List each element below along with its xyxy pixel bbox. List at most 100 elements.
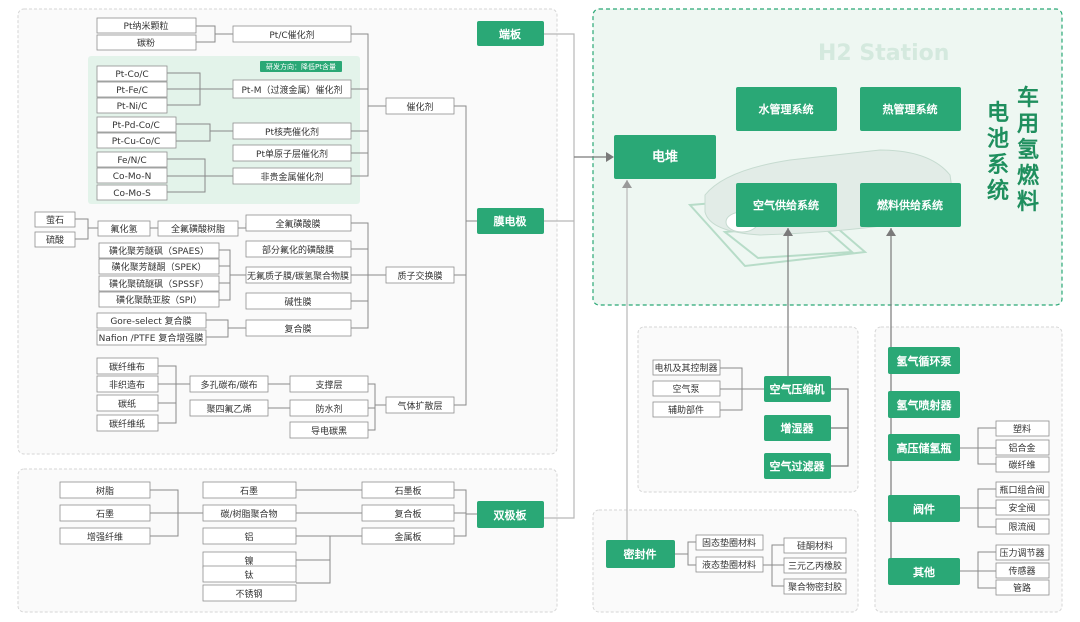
node-alkaline-membrane: 碱性膜 (245, 292, 352, 310)
humidifier-label: 增湿器 (781, 421, 815, 435)
node-thermal-management: 热管理系统 (860, 87, 961, 131)
node-pt-fe-c: Pt-Fe/C (96, 81, 168, 98)
research-direction-tag: 研发方向：降低Pt含量 (260, 61, 342, 72)
conductive-carbon-black-label: 导电碳黑 (311, 425, 347, 437)
reinforced-fiber-label: 增强纤维 (87, 531, 123, 543)
solid-gasket-label: 固态垫圈材料 (702, 537, 756, 549)
stainless-steel-label: 不锈钢 (235, 588, 262, 600)
bipolar-plate-label: 双极板 (494, 508, 528, 522)
nickel-label: 镍 (244, 555, 253, 567)
node-titanium: 钛 (202, 565, 297, 583)
node-resin: 树脂 (59, 481, 151, 499)
metal-plate-label: 金属板 (394, 531, 421, 543)
graphite-label: 石墨 (240, 486, 258, 497)
node-graphite-plate: 石墨板 (361, 481, 455, 499)
gore-select-label: Gore-select 复合膜 (110, 315, 191, 327)
node-waterproof-agent: 防水剂 (289, 399, 369, 417)
node-water-management: 水管理系统 (736, 87, 837, 131)
graphite-plate-label: 石墨板 (394, 485, 421, 497)
auxiliary-parts-label: 辅助部件 (668, 404, 704, 416)
node-nickel: 镍 (202, 551, 297, 569)
stack-label: 电堆 (652, 149, 678, 165)
node-end-plate: 端板 (477, 21, 544, 46)
nafion-ptfe-label: Nafion /PTFE 复合增强膜 (99, 332, 204, 344)
flow-limit-valve-label: 限流阀 (1008, 521, 1035, 533)
titanium-label: 钛 (244, 569, 253, 581)
node-epdm: 三元乙丙橡胶 (783, 557, 847, 574)
fuel-supply-system-label: 燃料供给系统 (876, 198, 943, 212)
node-solid-gasket: 固态垫圈材料 (695, 534, 764, 551)
spaes-label: 磺化聚芳醚砜（SPAES） (109, 245, 209, 257)
node-pt-nanoparticles: Pt纳米颗粒 (96, 17, 197, 34)
node-hydrogen-ejector: 氢气喷射器 (888, 391, 960, 418)
alkaline-membrane-label: 碱性膜 (284, 296, 311, 308)
air-filter-label: 空气过滤器 (770, 459, 826, 473)
node-catalyst-group: 催化剂 (385, 97, 455, 115)
thermal-management-label: 热管理系统 (883, 102, 938, 116)
pt-m-catalyst-label: Pt-M（过渡金属）催化剂 (242, 84, 343, 96)
carbon-powder-label: 碳粉 (137, 37, 155, 49)
seal-label: 密封件 (624, 547, 657, 561)
graphite-raw-label: 石墨 (96, 509, 114, 520)
spi-label: 磺化聚酰亚胺（SPI） (116, 294, 202, 306)
watermark-text: H2 Station (818, 41, 949, 66)
node-pfsa-membrane: 全氟磺酸膜 (245, 214, 352, 232)
node-mea: 膜电极 (477, 208, 544, 234)
gdl-group-label: 气体扩散层 (397, 400, 442, 412)
research-direction-label: 研发方向：降低Pt含量 (266, 62, 336, 71)
node-pt-single-atom-catalyst: Pt单原子层催化剂 (232, 144, 352, 162)
node-gore-select: Gore-select 复合膜 (96, 312, 207, 329)
pt-co-c-label: Pt-Co/C (115, 70, 148, 80)
node-carbon-fiber-paper: 碳纤维纸 (96, 414, 159, 432)
carbon-paper-label: 碳纸 (118, 398, 136, 410)
node-high-pressure-tank: 高压储氢瓶 (888, 434, 960, 461)
node-air-supply-system: 空气供给系统 (736, 183, 837, 227)
node-composite-membrane: 复合膜 (245, 319, 352, 337)
node-pt-m-catalyst: Pt-M（过渡金属）催化剂 (232, 79, 352, 99)
node-seal: 密封件 (606, 540, 675, 568)
pfsa-resin-label: 全氟磺酸树脂 (171, 223, 225, 235)
pressure-regulator-label: 压力调节器 (999, 547, 1044, 559)
pt-fe-c-label: Pt-Fe/C (116, 86, 148, 96)
node-spek: 磺化聚芳醚酮（SPEK） (98, 258, 220, 275)
node-humidifier: 增湿器 (764, 415, 831, 441)
air-compressor-label: 空气压缩机 (770, 382, 825, 396)
node-valves: 阀件 (888, 495, 960, 522)
node-liquid-gasket: 液态垫圈材料 (695, 556, 764, 573)
node-conductive-carbon-black: 导电碳黑 (289, 421, 369, 439)
safety-valve-label: 安全阀 (1008, 502, 1035, 514)
node-spaes: 磺化聚芳醚砜（SPAES） (98, 242, 220, 259)
node-silicone: 硅酮材料 (783, 537, 847, 554)
co-mo-s-label: Co-Mo-S (113, 189, 151, 199)
water-management-label: 水管理系统 (759, 102, 814, 116)
waterproof-agent-label: 防水剂 (315, 403, 342, 415)
motor-controller-label: 电机及其控制器 (654, 362, 717, 374)
fe-n-c-label: Fe/N/C (117, 156, 146, 166)
node-partially-fluorinated: 部分氟化的磺酸膜 (245, 240, 352, 258)
node-polymer-sealant: 聚合物密封胶 (783, 578, 847, 595)
node-air-filter: 空气过滤器 (764, 453, 831, 479)
air-pump-label: 空气泵 (672, 383, 699, 395)
node-carbon-powder: 碳粉 (96, 34, 197, 51)
node-nafion-ptfe: Nafion /PTFE 复合增强膜 (96, 329, 207, 346)
node-bottle-valve: 瓶口组合阀 (995, 481, 1050, 498)
node-carbon-resin-polymer: 碳/树脂聚合物 (202, 504, 297, 522)
node-pt-ni-c: Pt-Ni/C (96, 97, 168, 114)
resin-label: 树脂 (96, 485, 114, 497)
bottle-valve-label: 瓶口组合阀 (999, 484, 1044, 496)
node-ptfe: 聚四氟乙烯 (189, 399, 269, 417)
node-stainless-steel: 不锈钢 (202, 584, 297, 602)
node-fe-n-c: Fe/N/C (96, 151, 168, 168)
liquid-gasket-label: 液态垫圈材料 (702, 559, 756, 571)
node-fuel-supply-system: 燃料供给系统 (860, 183, 961, 227)
support-layer-label: 支撑层 (315, 379, 342, 391)
node-plastic: 塑料 (995, 420, 1050, 437)
node-nonwoven: 非织造布 (96, 375, 159, 393)
node-pipe: 管路 (995, 579, 1050, 596)
pt-single-atom-catalyst-label: Pt单原子层催化剂 (256, 148, 328, 160)
node-motor-controller: 电机及其控制器 (652, 359, 721, 376)
node-co-mo-n: Co-Mo-N (96, 167, 168, 184)
node-hydrogen-recirculation-pump: 氢气循环泵 (888, 347, 960, 374)
partially-fluorinated-label: 部分氟化的磺酸膜 (262, 244, 334, 256)
